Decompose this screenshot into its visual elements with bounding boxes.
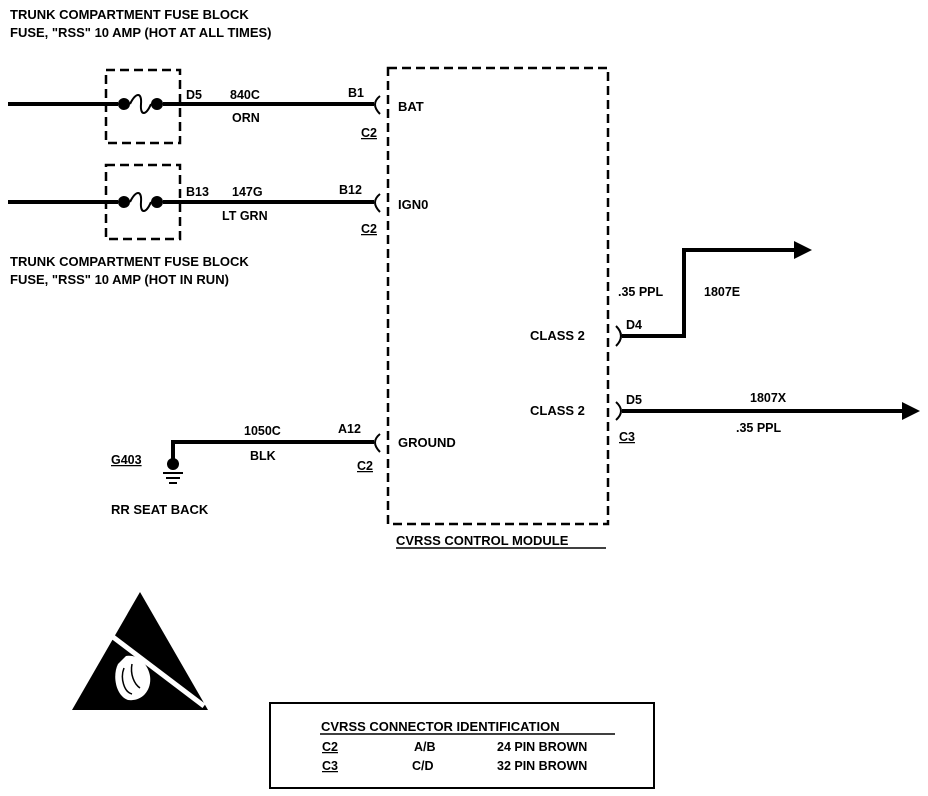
ground-connector-id: C2 xyxy=(357,459,373,473)
class2-upper-connector-icon xyxy=(615,325,622,347)
module-name: CVRSS CONTROL MODULE xyxy=(396,533,569,548)
connector-table-title: CVRSS CONNECTOR IDENTIFICATION xyxy=(321,719,560,734)
ground-location: RR SEAT BACK xyxy=(111,502,209,517)
fuse-bat-pin: D5 xyxy=(186,88,202,102)
fuse-bat-block xyxy=(104,68,182,145)
class2-lower-connector-id: C3 xyxy=(619,430,635,444)
class2-lower-label: CLASS 2 xyxy=(530,403,585,418)
wire-1807e-arrow-icon xyxy=(794,241,812,259)
wire-1050c-color: BLK xyxy=(250,449,276,463)
wire-840c-color: ORN xyxy=(232,111,260,125)
fuse-ign-icon xyxy=(118,192,163,212)
fuse-ign-title-1: TRUNK COMPARTMENT FUSE BLOCK xyxy=(10,254,249,269)
ground-connector-icon xyxy=(374,433,381,453)
bat-terminal: BAT xyxy=(398,99,424,114)
wire-1807e-circuit: 1807E xyxy=(704,285,740,299)
esd-warning-icon xyxy=(72,592,208,710)
class2-lower-pin: D5 xyxy=(626,393,642,407)
ign-connector-icon xyxy=(374,193,381,213)
wire-1807e-size-color: .35 PPL xyxy=(618,285,664,299)
class2-upper-pin: D4 xyxy=(626,318,642,332)
fuse-bat-title-1: TRUNK COMPARTMENT FUSE BLOCK xyxy=(10,7,249,22)
wire-1807x-circuit: 1807X xyxy=(750,391,787,405)
wire-840c-circuit: 840C xyxy=(230,88,260,102)
connector-table-row: C3 C/D 32 PIN BROWN xyxy=(322,759,587,773)
class2-lower-connector-icon xyxy=(615,401,622,421)
class2-upper-label: CLASS 2 xyxy=(530,328,585,343)
wire-1807e xyxy=(622,248,796,338)
bat-connector-id: C2 xyxy=(361,126,377,140)
connector-row-id: C3 xyxy=(322,759,338,773)
ground-terminal: GROUND xyxy=(398,435,456,450)
connector-table-row: C2 A/B 24 PIN BROWN xyxy=(322,740,587,754)
wire-147g-color: LT GRN xyxy=(222,209,268,223)
ground-module-pin: A12 xyxy=(338,422,361,436)
ground-icon xyxy=(163,458,183,484)
ign-connector-id: C2 xyxy=(361,222,377,236)
wire-147g-circuit: 147G xyxy=(232,185,263,199)
connector-row-pins: A/B xyxy=(414,740,436,754)
wire-1050c-circuit: 1050C xyxy=(244,424,281,438)
ground-id: G403 xyxy=(111,453,142,467)
connector-row-desc: 32 PIN BROWN xyxy=(497,759,587,773)
fuse-bat-icon xyxy=(118,94,163,114)
fuse-ign-pin: B13 xyxy=(186,185,209,199)
fuse-ign-title-2: FUSE, "RSS" 10 AMP (HOT IN RUN) xyxy=(10,272,229,287)
ign-module-pin: B12 xyxy=(339,183,362,197)
bat-connector-icon xyxy=(374,95,381,115)
bat-module-pin: B1 xyxy=(348,86,364,100)
cvrss-module-box xyxy=(386,66,610,526)
connector-table-box xyxy=(269,702,655,789)
wire-1807x-arrow-icon xyxy=(902,402,920,420)
ign-terminal: IGN0 xyxy=(398,197,428,212)
connector-row-pins: C/D xyxy=(412,759,434,773)
connector-row-desc: 24 PIN BROWN xyxy=(497,740,587,754)
connector-row-id: C2 xyxy=(322,740,338,754)
fuse-bat-title-2: FUSE, "RSS" 10 AMP (HOT AT ALL TIMES) xyxy=(10,25,272,40)
wire-1807x-size-color: .35 PPL xyxy=(736,421,782,435)
